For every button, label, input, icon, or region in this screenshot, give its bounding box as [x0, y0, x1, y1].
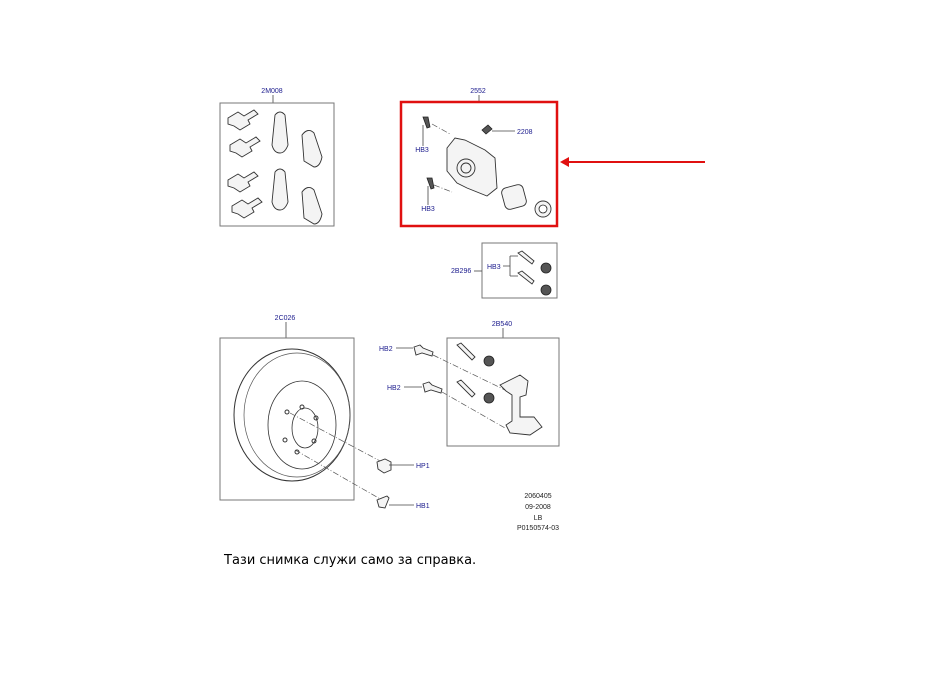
disc-box: [219, 337, 355, 501]
pads-box: [219, 102, 335, 227]
caliper-carrier-drawing: [456, 342, 543, 436]
label-hb1: HB1: [416, 503, 430, 510]
highlighted-caliper-box: [399, 100, 559, 228]
label-2552: 2552: [470, 88, 486, 95]
caliper-drawing: [422, 116, 552, 218]
label-hb3-bottom: HB3: [421, 206, 435, 213]
bolt-kit-box: [481, 242, 558, 299]
fasteners-drawing: [376, 344, 443, 509]
label-2b296-hb3: HB3: [487, 264, 501, 271]
brake-disc-drawing: [233, 348, 351, 482]
label-hb2-bottom: HB2: [387, 385, 401, 392]
label-hp1: HP1: [416, 463, 430, 470]
pointer-arrow-icon: [560, 157, 705, 167]
reference-caption: Тази снимка служи само за справка.: [224, 553, 477, 568]
carrier-box: [446, 337, 560, 447]
bolt-kit-drawing: [517, 250, 552, 296]
label-2b540: 2B540: [492, 321, 512, 328]
label-2c026: 2C026: [275, 315, 296, 322]
info-code-2: 09-2008: [525, 504, 551, 511]
info-code-4: P0150574-03: [517, 525, 559, 532]
info-code-1: 2060405: [524, 493, 551, 500]
label-2m008: 2M008: [261, 88, 283, 95]
label-hb3-top: HB3: [415, 147, 429, 154]
info-code-3: LB: [534, 515, 543, 522]
label-hb2-top: HB2: [379, 346, 393, 353]
label-2208: 2208: [517, 129, 533, 136]
label-2b296: 2B296: [451, 268, 471, 275]
brake-pads-drawing: [227, 109, 323, 225]
